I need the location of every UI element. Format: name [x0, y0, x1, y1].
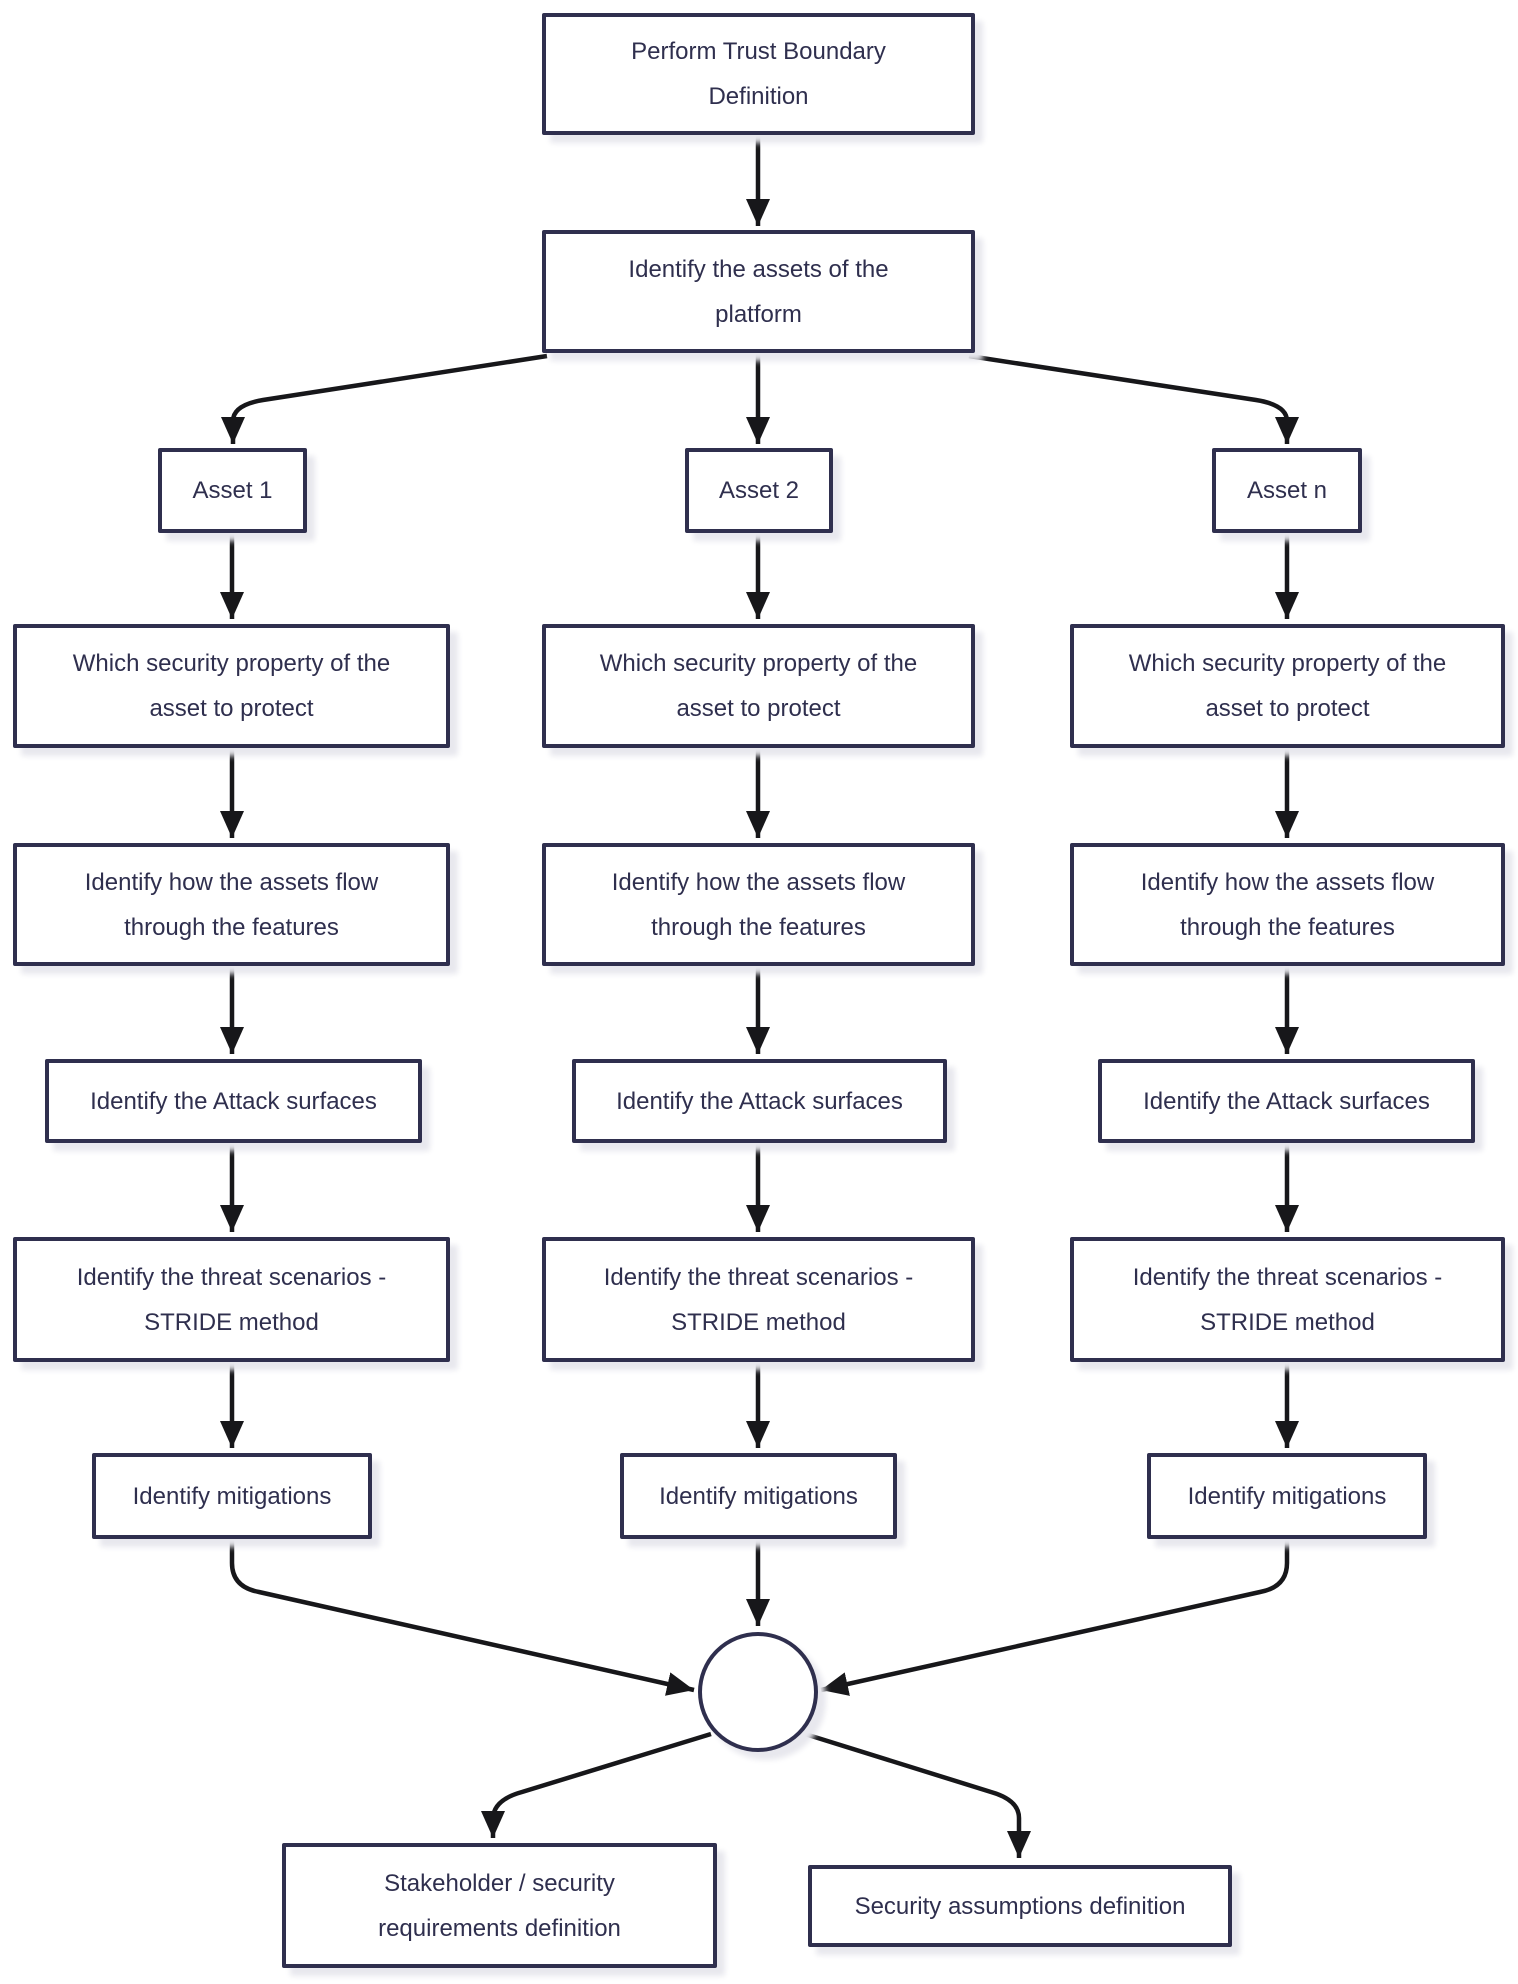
node-threat-scenarios-c2: Identify the threat scenarios - STRIDE m…: [542, 1237, 975, 1362]
edge-assets-to-asset1: [221, 353, 548, 444]
node-security-assumptions: Security assumptions definition: [808, 1865, 1232, 1947]
merge-junction-circle: [698, 1632, 818, 1752]
node-trust-boundary-label: Perform Trust Boundary Definition: [631, 38, 886, 110]
edge-assets-to-assetn: [968, 353, 1299, 444]
node-asset-1: Asset 1: [158, 448, 307, 533]
node-mitigations-c1: Identify mitigations: [92, 1453, 372, 1539]
node-threat-scenarios-c1-label: Identify the threat scenarios - STRIDE m…: [76, 1263, 387, 1336]
node-security-property-c1-label: Which security property of the asset to …: [72, 650, 391, 722]
node-mitigations-c3: Identify mitigations: [1147, 1453, 1427, 1539]
node-security-property-c1: Which security property of the asset to …: [13, 624, 450, 748]
node-asset-2: Asset 2: [685, 448, 833, 533]
edge-mitigations-c1-to-junction: [229, 1540, 695, 1696]
node-identify-assets-label: Identify the assets of the platform: [628, 255, 889, 328]
node-identify-assets: Identify the assets of the platform: [542, 230, 975, 353]
node-asset-1-label: Asset 1: [192, 477, 273, 504]
node-trust-boundary: Perform Trust Boundary Definition: [542, 13, 975, 135]
node-stakeholder-requirements-label: Stakeholder / security requirements defi…: [378, 1869, 621, 1942]
node-mitigations-c2-label: Identify mitigations: [659, 1482, 858, 1510]
node-attack-surfaces-c3-label: Identify the Attack surfaces: [1143, 1087, 1430, 1115]
node-attack-surfaces-c1-label: Identify the Attack surfaces: [90, 1087, 377, 1115]
node-threat-scenarios-c3: Identify the threat scenarios - STRIDE m…: [1070, 1237, 1505, 1362]
node-security-property-c2: Which security property of the asset to …: [542, 624, 975, 748]
node-attack-surfaces-c3: Identify the Attack surfaces: [1098, 1059, 1475, 1143]
edge-mitigations-c3-to-junction: [820, 1540, 1290, 1696]
node-asset-n: Asset n: [1212, 448, 1362, 533]
node-mitigations-c3-label: Identify mitigations: [1187, 1482, 1387, 1510]
node-asset-flow-c1: Identify how the assets flow through the…: [13, 843, 450, 966]
node-security-property-c3-label: Which security property of the asset to …: [1128, 650, 1447, 722]
node-attack-surfaces-c1: Identify the Attack surfaces: [45, 1059, 422, 1143]
node-asset-flow-c3: Identify how the assets flow through the…: [1070, 843, 1505, 966]
node-threat-scenarios-c3-label: Identify the threat scenarios - STRIDE m…: [1132, 1263, 1443, 1336]
node-threat-scenarios-c2-label: Identify the threat scenarios - STRIDE m…: [603, 1263, 914, 1336]
node-security-property-c2-label: Which security property of the asset to …: [599, 650, 918, 722]
edge-junction-to-stakeholder: [481, 1731, 712, 1838]
node-attack-surfaces-c2-label: Identify the Attack surfaces: [616, 1087, 903, 1115]
node-mitigations-c2: Identify mitigations: [620, 1453, 897, 1539]
node-asset-flow-c2: Identify how the assets flow through the…: [542, 843, 975, 966]
node-stakeholder-requirements: Stakeholder / security requirements defi…: [282, 1843, 717, 1968]
node-asset-flow-c1-label: Identify how the assets flow through the…: [84, 868, 379, 941]
node-asset-n-label: Asset n: [1246, 477, 1328, 504]
node-asset-2-label: Asset 2: [718, 477, 800, 504]
node-attack-surfaces-c2: Identify the Attack surfaces: [572, 1059, 947, 1143]
node-mitigations-c1-label: Identify mitigations: [132, 1482, 332, 1510]
edge-junction-to-assumptions: [804, 1731, 1031, 1858]
node-threat-scenarios-c1: Identify the threat scenarios - STRIDE m…: [13, 1237, 450, 1362]
node-asset-flow-c3-label: Identify how the assets flow through the…: [1140, 868, 1435, 941]
node-asset-flow-c2-label: Identify how the assets flow through the…: [611, 868, 906, 941]
node-security-assumptions-label: Security assumptions definition: [854, 1892, 1186, 1920]
node-security-property-c3: Which security property of the asset to …: [1070, 624, 1505, 748]
